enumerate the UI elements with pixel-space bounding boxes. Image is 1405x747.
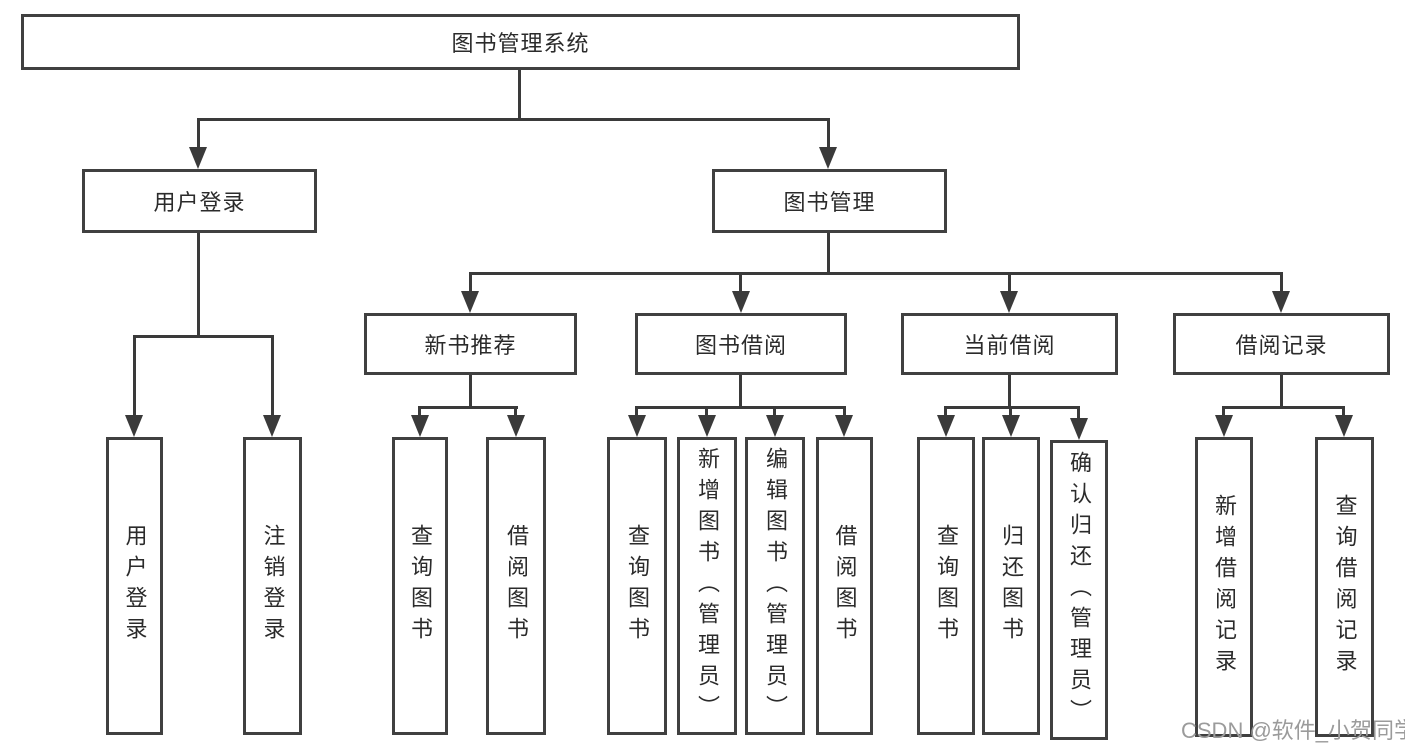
connector-drop-add-record xyxy=(1222,406,1225,417)
arrowhead-confirm-return xyxy=(1070,418,1088,440)
connector-level2-rail xyxy=(197,118,830,121)
arrowhead-new-book xyxy=(461,291,479,313)
connector-drop-current-borrow xyxy=(1008,272,1011,293)
node-label: 新增借阅记录 xyxy=(1212,494,1237,680)
node-library-system: 图书管理系统 xyxy=(21,14,1020,70)
arrowhead-query-books-1 xyxy=(411,415,429,437)
leaf-add-book-admin: 新增图书（管理员） xyxy=(677,437,737,735)
node-label: 借阅图书 xyxy=(504,524,529,648)
arrowhead-leaf-user-login xyxy=(125,415,143,437)
connector-drop-leaf-logout xyxy=(271,335,274,417)
node-label: 查询借阅记录 xyxy=(1332,494,1358,680)
node-label: 确认归还（管理员） xyxy=(1067,450,1092,730)
node-borrowing-records: 借阅记录 xyxy=(1173,313,1390,375)
leaf-logout: 注销登录 xyxy=(243,437,302,735)
arrowhead-add-book xyxy=(698,415,716,437)
node-label: 借阅图书 xyxy=(832,524,858,648)
node-label: 当前借阅 xyxy=(963,333,1056,358)
connector-drop-leaf-user-login xyxy=(133,335,136,417)
node-label: 新增图书（管理员） xyxy=(695,446,720,726)
leaf-user-login: 用户登录 xyxy=(106,437,163,735)
connector-drop-edit-book xyxy=(773,406,776,417)
connector-drop-book-borrow xyxy=(739,272,742,293)
csdn-watermark: CSDN @软件_小贺同学 xyxy=(1181,718,1405,743)
node-label: 图书管理 xyxy=(783,190,876,215)
leaf-query-books-borrow: 查询图书 xyxy=(607,437,667,735)
arrowhead-return-books xyxy=(1002,415,1020,437)
connector-drop-query-record xyxy=(1342,406,1345,417)
connector-drop-new-book xyxy=(469,272,472,293)
arrowhead-add-record xyxy=(1215,415,1233,437)
connector-drop-query-books-2 xyxy=(635,406,638,417)
connector-book-management-stub xyxy=(827,233,830,272)
arrowhead-book-management xyxy=(819,147,837,169)
node-label: 归还图书 xyxy=(999,524,1024,648)
node-user-login: 用户登录 xyxy=(82,169,317,233)
node-book-management: 图书管理 xyxy=(712,169,947,233)
leaf-add-borrow-record: 新增借阅记录 xyxy=(1195,437,1253,737)
node-label: 注销登录 xyxy=(260,524,286,648)
leaf-edit-book-admin: 编辑图书（管理员） xyxy=(745,437,805,735)
arrowhead-query-record xyxy=(1335,415,1353,437)
arrowhead-current-borrow xyxy=(1000,291,1018,313)
arrowhead-borrow-records xyxy=(1272,291,1290,313)
connector-drop-borrow-records xyxy=(1280,272,1283,293)
connector-drop-confirm-return xyxy=(1077,406,1080,420)
arrowhead-user-login xyxy=(189,147,207,169)
node-label: 编辑图书（管理员） xyxy=(763,446,788,726)
node-label: 新书推荐 xyxy=(424,333,517,358)
node-label: 借阅记录 xyxy=(1235,333,1328,358)
node-label: 用户登录 xyxy=(153,190,246,215)
connector-drop-query-books-3 xyxy=(944,406,947,417)
leaf-borrow-books-recommend: 借阅图书 xyxy=(486,437,546,735)
connector-drop-query-books-1 xyxy=(418,406,421,417)
connector-level3-rail xyxy=(469,272,1282,275)
connector-drop-user-login xyxy=(197,118,200,150)
connector-drop-add-book xyxy=(705,406,708,417)
connector-current-borrow-stub xyxy=(1008,375,1011,406)
connector-borrow-records-rail xyxy=(1222,406,1344,409)
node-label: 查询图书 xyxy=(408,524,433,648)
node-label: 图书借阅 xyxy=(694,333,787,358)
connector-book-borrow-rail xyxy=(635,406,846,409)
connector-drop-borrow-books-2 xyxy=(843,406,846,417)
node-book-borrowing: 图书借阅 xyxy=(635,313,847,375)
connector-drop-borrow-books-1 xyxy=(514,406,517,417)
connector-new-book-stub xyxy=(469,375,472,406)
arrowhead-leaf-logout xyxy=(263,415,281,437)
node-new-book-recommendation: 新书推荐 xyxy=(364,313,577,375)
connector-root-stub xyxy=(518,69,521,118)
connector-drop-return-books xyxy=(1009,406,1012,417)
arrowhead-book-borrow xyxy=(732,291,750,313)
node-label: 查询图书 xyxy=(625,524,650,648)
connector-user-login-stub xyxy=(197,233,200,335)
node-current-borrowing: 当前借阅 xyxy=(901,313,1118,375)
arrowhead-query-books-3 xyxy=(937,415,955,437)
leaf-return-books: 归还图书 xyxy=(982,437,1040,735)
node-label: 用户登录 xyxy=(122,524,148,648)
connector-drop-book-management xyxy=(827,118,830,150)
leaf-confirm-return-admin: 确认归还（管理员） xyxy=(1050,440,1108,740)
arrowhead-query-books-2 xyxy=(628,415,646,437)
leaf-query-books-current: 查询图书 xyxy=(917,437,975,735)
connector-book-borrow-stub xyxy=(739,375,742,406)
leaf-borrow-books: 借阅图书 xyxy=(816,437,873,735)
leaf-query-books-recommend: 查询图书 xyxy=(392,437,448,735)
node-label: 查询图书 xyxy=(934,524,959,648)
node-label: 图书管理系统 xyxy=(451,31,590,56)
connector-borrow-records-stub xyxy=(1280,375,1283,406)
connector-current-borrow-rail xyxy=(944,406,1080,409)
arrowhead-borrow-books-1 xyxy=(507,415,525,437)
connector-user-login-rail xyxy=(133,335,274,338)
arrowhead-borrow-books-2 xyxy=(835,415,853,437)
leaf-query-borrow-record: 查询借阅记录 xyxy=(1315,437,1374,737)
arrowhead-edit-book xyxy=(766,415,784,437)
connector-new-book-rail xyxy=(418,406,518,409)
